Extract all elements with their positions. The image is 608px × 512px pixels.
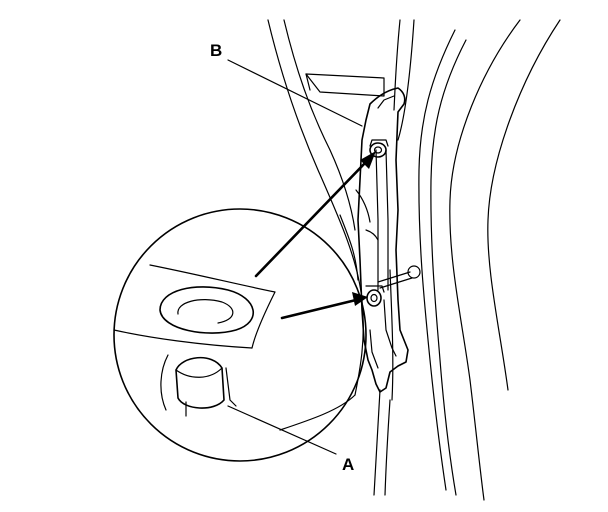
pillar-trim-panel <box>355 87 409 393</box>
detail-magnifier <box>113 208 367 462</box>
body-panel-lines <box>373 19 561 501</box>
pointer-arrows <box>254 151 376 320</box>
callout-b-label: B <box>210 41 222 60</box>
lower-clip <box>365 265 421 307</box>
callout-a-label: A <box>342 455 354 474</box>
upper-clip <box>369 139 389 158</box>
door-frame-lines <box>267 19 364 431</box>
upper-trim-plate <box>305 73 385 97</box>
leader-lines <box>227 59 363 455</box>
